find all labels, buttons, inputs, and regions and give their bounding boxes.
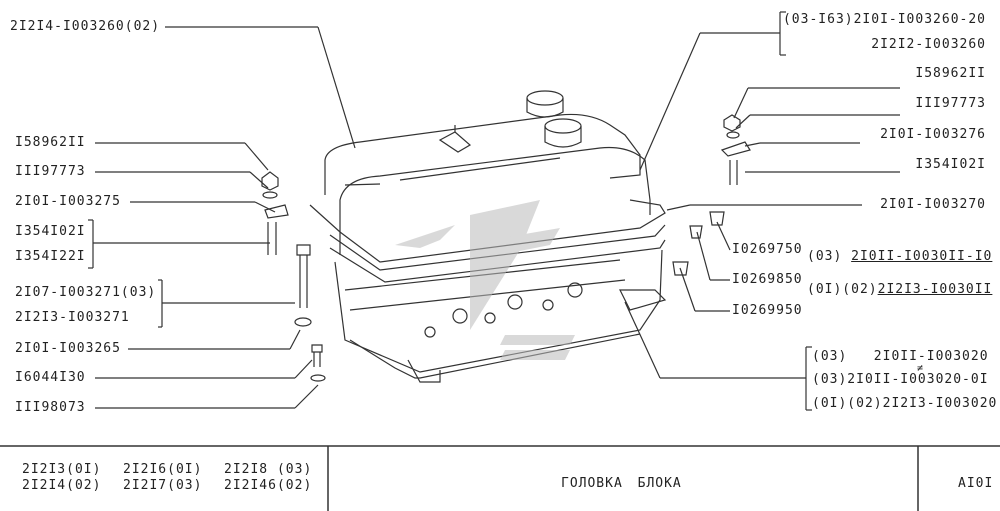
label-small-bolt: I6044I30 xyxy=(15,370,86,385)
label-right-stud: I354I02I xyxy=(915,157,986,172)
label-long-bolt-1: 2I07-I003271(03) xyxy=(15,285,157,300)
model-1: 2I2I3(0I) xyxy=(22,462,102,477)
label-right-nut: I58962II xyxy=(915,66,986,81)
page-title: ГОЛОВКА БЛОКА xyxy=(561,476,682,491)
seat-1-number: 2I0II-I0030II-I0 xyxy=(851,249,993,264)
model-3: 2I2I8 (03) xyxy=(224,462,313,477)
label-head-variant-1: (03) 2I0II-I003020 xyxy=(812,349,989,364)
model-6: 2I2I46(02) xyxy=(224,478,313,493)
seat-2-number: 2I2I3-I0030II xyxy=(877,282,993,297)
seat-2-prefix: (0I)(02) xyxy=(807,282,878,297)
label-cover-variant-2: 2I2I2-I003260 xyxy=(871,37,986,52)
title-block xyxy=(0,445,1000,511)
label-head-variant-3: (0I)(02)2I2I3-I003020 xyxy=(812,396,998,411)
label-left-washer-2: 2I0I-I003265 xyxy=(15,341,121,356)
label-cover-variant-1: (03-I63)2I0I-I003260-20 xyxy=(782,12,986,27)
model-2: 2I2I6(0I) xyxy=(123,462,203,477)
label-head-cover: 2I2I4-I003260(02) xyxy=(10,19,161,34)
label-long-bolt-2: 2I2I3-I003271 xyxy=(15,310,130,325)
label-plug-2: I0269850 xyxy=(732,272,803,287)
label-left-nut: I58962II xyxy=(15,135,86,150)
label-right-bracket: 2I0I-I003276 xyxy=(880,127,986,142)
label-right-washer: III97773 xyxy=(915,96,986,111)
label-seat-1: (03) 2I0II-I0030II-I0 xyxy=(807,250,992,264)
label-gasket: 2I0I-I003270 xyxy=(880,197,986,212)
seat-1-prefix: (03) xyxy=(807,249,843,264)
label-left-stud-2: I354I22I xyxy=(15,249,86,264)
label-left-bracket: 2I0I-I003275 xyxy=(15,194,121,209)
label-small-washer: III98073 xyxy=(15,400,86,415)
model-4: 2I2I4(02) xyxy=(22,478,102,493)
head-variant-mark: ≠ xyxy=(917,363,925,374)
label-left-washer: III97773 xyxy=(15,164,86,179)
label-head-variant-2: (03)2I0II-I003020-0I xyxy=(812,372,989,387)
page-code: AI0I xyxy=(958,476,994,491)
label-left-stud-1: I354I02I xyxy=(15,224,86,239)
model-5: 2I2I7(03) xyxy=(123,478,203,493)
label-seat-2: (0I)(02)2I2I3-I0030II xyxy=(807,283,992,297)
label-plug-3: I0269950 xyxy=(732,303,803,318)
label-plug-1: I0269750 xyxy=(732,242,803,257)
